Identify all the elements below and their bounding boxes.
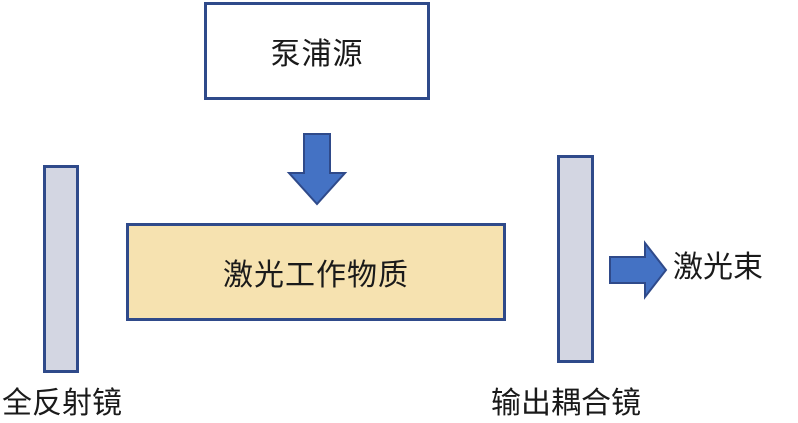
gain-medium-box: 激光工作物质 bbox=[126, 223, 506, 321]
laser-beam-label: 激光束 bbox=[673, 250, 763, 285]
output-coupler-label: 输出耦合镜 bbox=[491, 386, 641, 421]
pump-source-label: 泵浦源 bbox=[270, 37, 364, 72]
gain-medium-label: 激光工作物质 bbox=[223, 258, 409, 293]
arrow-right-icon bbox=[609, 240, 668, 300]
output-coupler-mirror bbox=[557, 155, 594, 363]
arrow-down-icon bbox=[286, 133, 348, 206]
total-reflector-mirror bbox=[43, 165, 79, 373]
total-reflector-label: 全反射镜 bbox=[2, 386, 122, 421]
pump-source-box: 泵浦源 bbox=[204, 2, 430, 100]
